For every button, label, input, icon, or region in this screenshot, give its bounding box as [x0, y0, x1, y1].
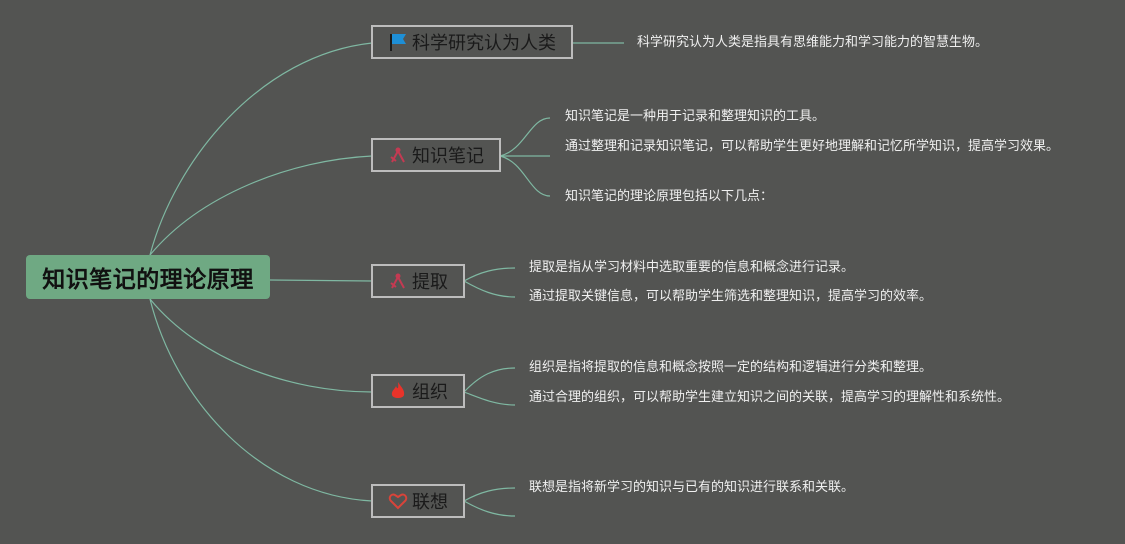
flag-icon	[388, 32, 408, 52]
connector-topic-4-leaf-2	[463, 391, 516, 406]
topic-label: 科学研究认为人类	[412, 33, 556, 54]
leaf-text: 联想是指将新学习的知识与已有的知识进行联系和关联。	[529, 480, 855, 495]
fire-icon	[388, 381, 408, 401]
leaf-text: 知识笔记的理论原理包括以下几点：	[565, 189, 774, 204]
connector-root-topic-3	[269, 279, 373, 282]
topic-label: 联想	[412, 492, 448, 513]
tools-icon	[388, 271, 408, 291]
connector-topic-2-leaf-1	[499, 117, 551, 157]
connector-topic-3-leaf-2	[463, 280, 516, 298]
topic-association[interactable]: 联想	[371, 484, 465, 518]
leaf-text: 通过合理的组织，可以帮助学生建立知识之间的关联，提高学习的理解性和系统性。	[529, 390, 1011, 405]
leaf-text: 提取是指从学习材料中选取重要的信息和概念进行记录。	[529, 260, 855, 275]
topic-extract[interactable]: 提取	[371, 264, 465, 298]
connector-topic-3-leaf-1	[463, 267, 516, 282]
leaf-text: 通过整理和记录知识笔记，可以帮助学生更好地理解和记忆所学知识，提高学习效果。	[565, 139, 1060, 154]
tools-icon	[388, 145, 408, 165]
connector-root-topic-2	[149, 155, 373, 256]
topic-label: 提取	[412, 272, 448, 293]
connector-topic-5-leaf-2	[463, 500, 516, 517]
topic-knowledge-notes[interactable]: 知识笔记	[371, 138, 501, 172]
leaf-text: 组织是指将提取的信息和概念按照一定的结构和逻辑进行分类和整理。	[529, 360, 933, 375]
connector-root-topic-1	[149, 42, 373, 256]
topic-scientific-research[interactable]: 科学研究认为人类	[371, 25, 573, 59]
topic-label: 组织	[412, 382, 448, 403]
topic-organize[interactable]: 组织	[371, 374, 465, 408]
connector-root-topic-5	[149, 298, 373, 502]
connector-topic-2-leaf-3	[499, 155, 551, 197]
leaf-text: 科学研究认为人类是指具有思维能力和学习能力的智慧生物。	[637, 35, 989, 50]
topic-label: 知识笔记	[412, 146, 484, 167]
connector-root-topic-4	[149, 298, 373, 393]
leaf-text: 通过提取关键信息，可以帮助学生筛选和整理知识，提高学习的效率。	[529, 289, 933, 304]
connector-topic-5-leaf-1	[463, 487, 516, 502]
heart-icon	[388, 491, 408, 511]
root-topic[interactable]: 知识笔记的理论原理	[26, 255, 270, 299]
leaf-text: 知识笔记是一种用于记录和整理知识的工具。	[565, 109, 826, 124]
connector-topic-4-leaf-1	[463, 367, 516, 393]
